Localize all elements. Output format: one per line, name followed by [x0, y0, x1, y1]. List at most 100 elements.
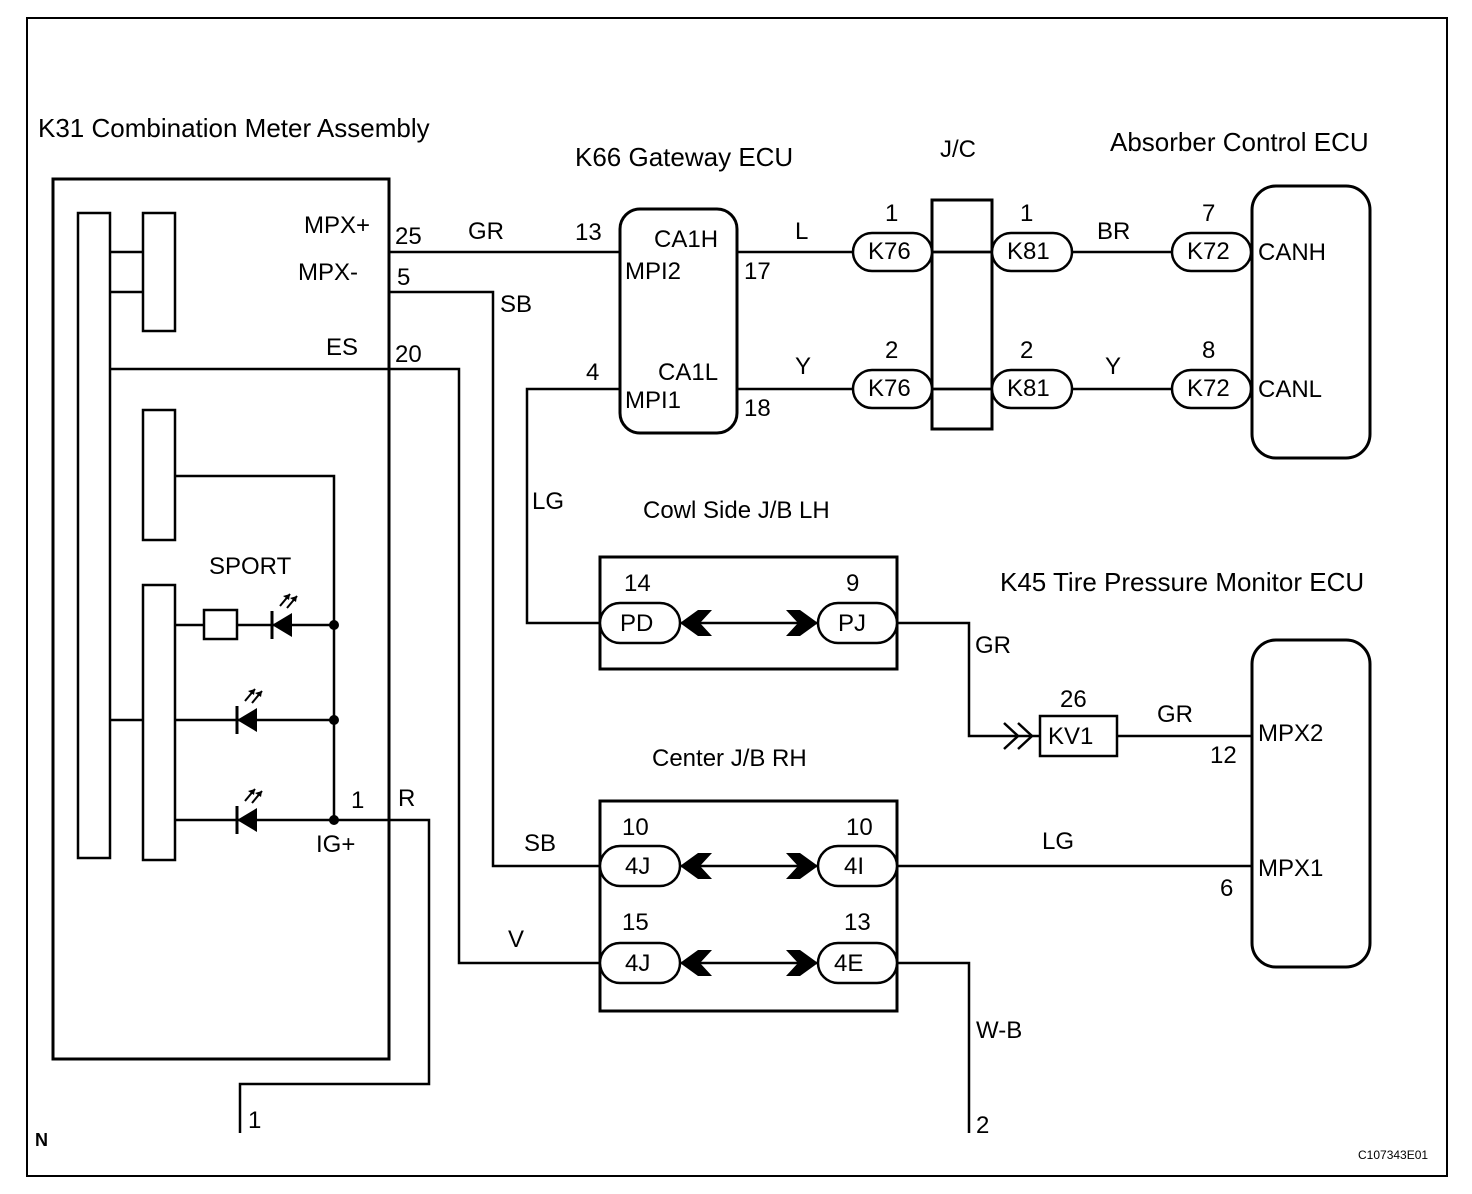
connector-arrow-icon [680, 950, 712, 976]
k81-connector-bottom: K81 2 [990, 337, 1074, 410]
pin-number: 13 [575, 219, 602, 246]
wire-color: GR [1157, 701, 1193, 728]
wire-color: Y [1105, 353, 1121, 380]
k72-connector-bottom: K72 8 [1170, 337, 1253, 410]
4i-connector: 4I 10 [816, 814, 899, 888]
connector-label: PD [620, 610, 653, 637]
pin-label-ca1l: CA1L [658, 359, 718, 386]
k76-connector-top: K76 1 [851, 200, 934, 273]
wire-color: SB [524, 830, 556, 857]
connector-label: 4E [834, 950, 863, 977]
wire-color: W-B [976, 1017, 1022, 1044]
connector-chevron-icon [1003, 722, 1034, 750]
wire-color: BR [1097, 218, 1130, 245]
pin-number: 1 [1020, 200, 1033, 227]
pin-number: 9 [846, 570, 859, 597]
indicator-led-icon [235, 688, 263, 734]
connector-label: 4I [844, 853, 864, 880]
junction-dot [329, 815, 339, 825]
meter-cpu-block [76, 211, 112, 860]
wire-color: V [508, 926, 524, 953]
wire-color-labels: GR SB L Y BR Y LG GR GR SB LG V W-B R [398, 218, 1193, 1044]
pin-number: 1 [351, 787, 364, 814]
tire-pressure-monitor-ecu: K45 Tire Pressure Monitor ECU MPX2 MPX1 … [1000, 567, 1372, 969]
wire-color: LG [532, 488, 564, 515]
connector-arrow-icon [680, 610, 712, 636]
4j-connector-lower: 4J 15 [598, 909, 682, 985]
pin-number: 1 [885, 200, 898, 227]
connector-label: K76 [868, 375, 911, 402]
absorber-title: Absorber Control ECU [1110, 127, 1369, 157]
pin-number: 2 [1020, 337, 1033, 364]
kv1-connector: KV1 26 [1003, 686, 1119, 758]
pin-label-mpx2: MPX2 [1258, 720, 1323, 747]
meter-transceiver-block [141, 211, 177, 333]
pin-number: 18 [744, 395, 771, 422]
pin-number: 7 [1202, 200, 1215, 227]
sport-switch-icon [202, 608, 239, 641]
corner-mark: N [35, 1130, 48, 1150]
meter-title: K31 Combination Meter Assembly [38, 113, 430, 143]
wire-color: LG [1042, 828, 1074, 855]
gateway-title: K66 Gateway ECU [575, 142, 793, 172]
k72-connector-top: K72 7 [1170, 200, 1253, 273]
pin-label-ig-plus: IG+ [316, 831, 355, 858]
meter-power-block [141, 408, 177, 542]
pin-number: 6 [1220, 875, 1233, 902]
connector-arrow-icon [680, 853, 712, 879]
gateway-ecu: K66 Gateway ECU CA1H MPI2 CA1L MPI1 13 4… [575, 142, 793, 435]
connector-label: PJ [838, 610, 866, 637]
pin-label-ca1h: CA1H [654, 226, 718, 253]
indicator-led-icon [235, 788, 263, 834]
wire-color: R [398, 785, 415, 812]
junction-connector: J/C [930, 136, 994, 431]
sport-label: SPORT [209, 553, 292, 580]
wire-color: GR [975, 632, 1011, 659]
absorber-control-ecu: Absorber Control ECU CANH CANL [1110, 127, 1372, 460]
pin-number: 5 [397, 264, 410, 291]
pin-number: 10 [846, 814, 873, 841]
k81-connector-top: K81 1 [990, 200, 1074, 273]
connector-label: K81 [1007, 375, 1050, 402]
pin-number: 8 [1202, 337, 1215, 364]
cowl-title: Cowl Side J/B LH [643, 497, 830, 524]
pin-number: 15 [622, 909, 649, 936]
connector-label: KV1 [1048, 723, 1093, 750]
junction-dot [329, 620, 339, 630]
cowl-side-junction-block: Cowl Side J/B LH PD 14 PJ 9 [598, 497, 899, 671]
connector-label: K76 [868, 238, 911, 265]
wire-color: L [795, 218, 808, 245]
pin-label-mpx1: MPX1 [1258, 855, 1323, 882]
sport-indicator-led-icon [270, 593, 298, 639]
wire-color: SB [500, 291, 532, 318]
pin-label-canh: CANH [1258, 239, 1326, 266]
pin-label-mpx-plus: MPX+ [304, 212, 370, 239]
pj-connector: PJ 9 [816, 570, 899, 645]
jc-title: J/C [940, 136, 976, 163]
external-wires [238, 250, 1252, 1133]
terminal-number: 1 [248, 1107, 261, 1134]
pin-number: 20 [395, 341, 422, 368]
pin-number: 13 [844, 909, 871, 936]
k76-connector-bottom: K76 2 [851, 337, 934, 410]
connector-label: 4J [625, 853, 650, 880]
pin-number: 17 [744, 258, 771, 285]
pin-number: 14 [624, 570, 651, 597]
pin-label-mpx-minus: MPX- [298, 259, 358, 286]
combination-meter-assembly: K31 Combination Meter Assembly SPORT [38, 113, 430, 1061]
pd-connector: PD 14 [598, 570, 682, 645]
pin-number: 4 [586, 359, 599, 386]
wire-color: Y [795, 353, 811, 380]
tpms-title: K45 Tire Pressure Monitor ECU [1000, 567, 1364, 597]
center-title: Center J/B RH [652, 745, 807, 772]
pin-number: 12 [1210, 742, 1237, 769]
connector-arrow-icon [786, 950, 818, 976]
figure-id: C107343E01 [1358, 1148, 1428, 1162]
connector-arrow-icon [786, 610, 818, 636]
pin-number: 26 [1060, 686, 1087, 713]
4e-connector: 4E 13 [816, 909, 899, 985]
connector-label: K81 [1007, 238, 1050, 265]
wire-color: GR [468, 218, 504, 245]
connector-arrow-icon [786, 853, 818, 879]
